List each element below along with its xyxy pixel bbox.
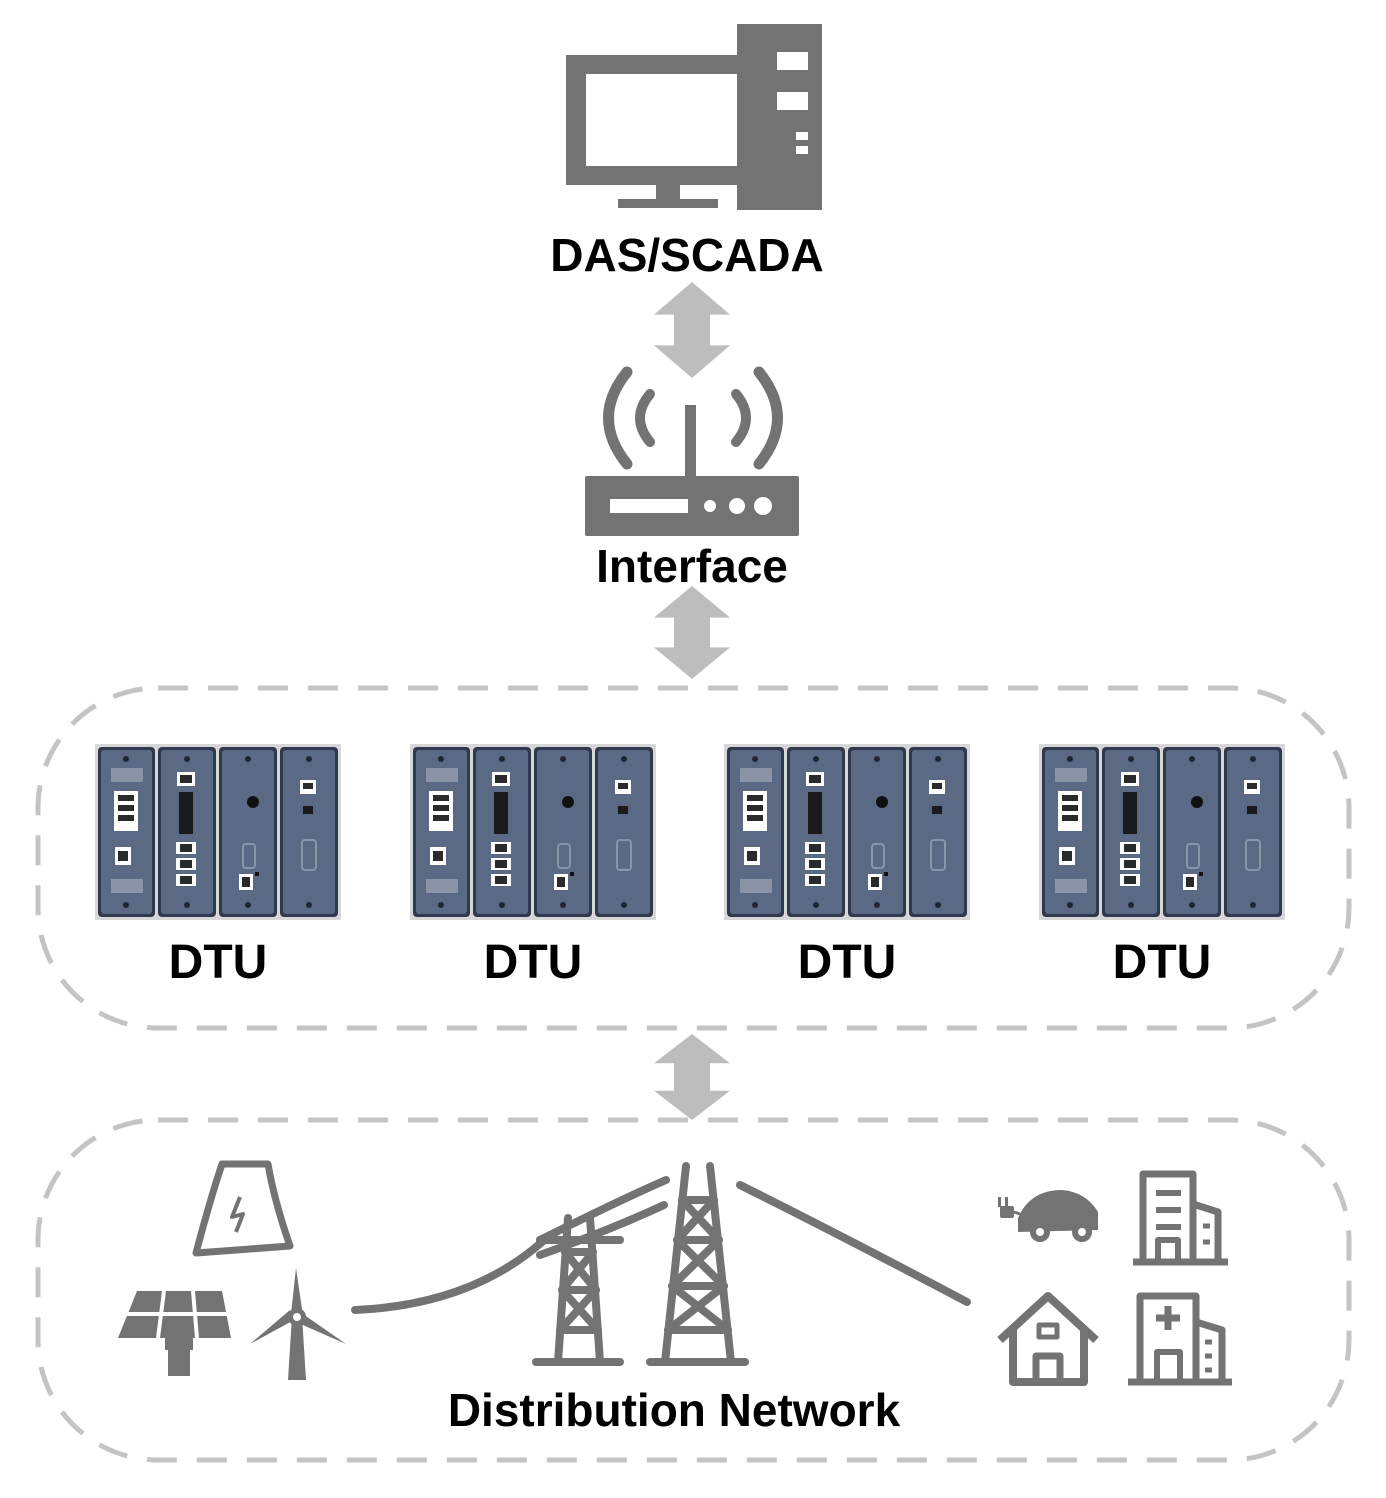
interface-label: Interface: [596, 540, 788, 592]
das-scada-label: DAS/SCADA: [550, 229, 823, 281]
dtu-label: DTU: [169, 936, 268, 989]
dtu-label: DTU: [1113, 936, 1212, 989]
dtu-rack-module-icon: [1038, 743, 1286, 921]
dtu-rack-module-icon: [94, 743, 342, 921]
power-plant-icon: [192, 1160, 294, 1257]
electric-car-icon: [998, 1190, 1098, 1242]
bidirectional-arrow-icon: [654, 282, 730, 378]
office-building-icon: [1133, 1170, 1228, 1266]
wind-turbine-icon: [250, 1268, 346, 1380]
dtu-label: DTU: [798, 936, 897, 989]
solar-panel-icon: [118, 1290, 231, 1376]
dtu-unit-3: DTU: [723, 743, 971, 989]
dtu-label: DTU: [484, 936, 583, 989]
dtu-unit-4: DTU: [1038, 743, 1286, 989]
bidirectional-arrow-icon: [654, 586, 730, 679]
transmission-tower-icon: [351, 1162, 971, 1366]
house-icon: [997, 1292, 1099, 1386]
wireless-router-icon: [585, 366, 799, 536]
distribution-group-border: [35, 1117, 1352, 1463]
hospital-icon: [1128, 1292, 1232, 1386]
desktop-computer-icon: [566, 24, 822, 210]
dtu-group-border: [35, 685, 1352, 1031]
distribution-network-label: Distribution Network: [448, 1384, 901, 1436]
dtu-rack-module-icon: [409, 743, 657, 921]
dtu-unit-2: DTU: [409, 743, 657, 989]
dtu-unit-1: DTU: [94, 743, 342, 989]
dtu-rack-module-icon: [723, 743, 971, 921]
bidirectional-arrow-icon: [654, 1034, 730, 1120]
